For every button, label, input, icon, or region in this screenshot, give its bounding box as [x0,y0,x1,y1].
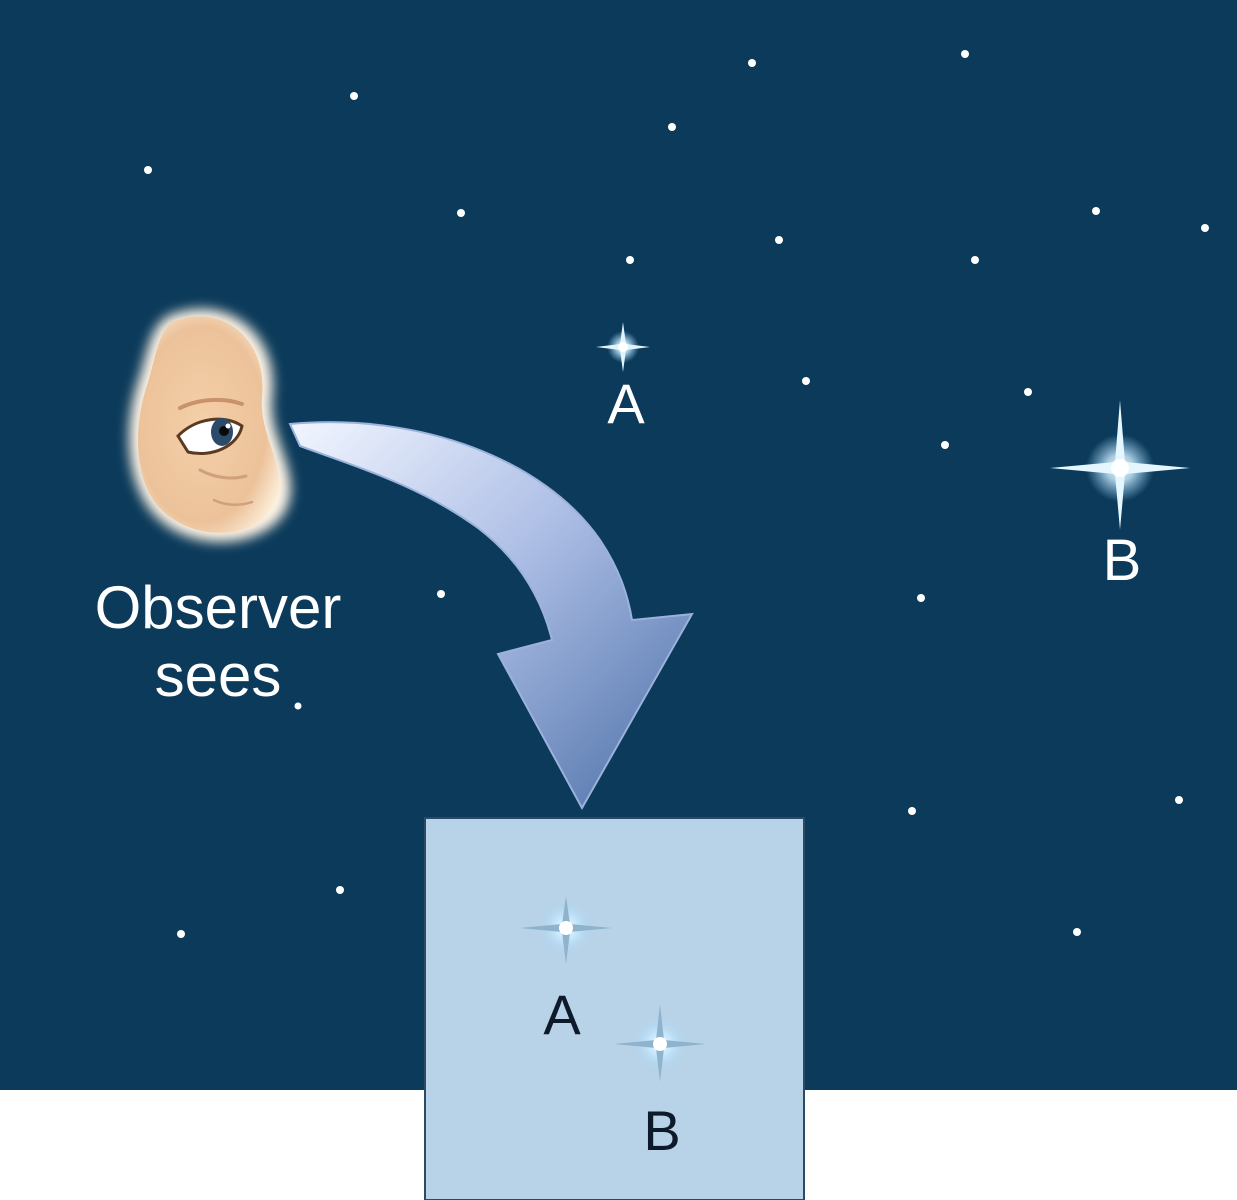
background-star [437,590,445,598]
observer-face-icon [129,308,291,542]
star-a-icon [596,322,650,372]
background-star [908,807,916,815]
view-star-a-label: A [543,983,581,1046]
background-star [775,236,783,244]
background-star [961,50,969,58]
view-star-b-icon [614,1004,706,1082]
star-b-icon [1050,400,1190,530]
background-star [1175,796,1183,804]
background-star [350,92,358,100]
observer-view-panel: A B [424,817,805,1200]
background-star [144,166,152,174]
background-star [294,702,302,710]
background-star [748,59,756,67]
background-star [336,886,344,894]
curved-arrow-icon [288,421,694,811]
background-stars [144,50,1209,938]
background-star [941,441,949,449]
background-star [626,256,634,264]
observer-label-line1: Observer [95,574,342,641]
background-star [1201,224,1209,232]
eye-icon [176,417,244,455]
view-star-a-icon [520,896,612,964]
background-star [802,377,810,385]
background-star [668,123,676,131]
background-star [971,256,979,264]
background-star [177,930,185,938]
background-star [917,594,925,602]
view-star-b-label: B [643,1099,680,1162]
observer-label-line2: sees [155,642,282,709]
star-b-label: B [1103,528,1142,593]
star-a-label: A [607,372,645,435]
background-star [1073,928,1081,936]
background-star [1024,388,1032,396]
background-star [457,209,465,217]
background-star [1092,207,1100,215]
